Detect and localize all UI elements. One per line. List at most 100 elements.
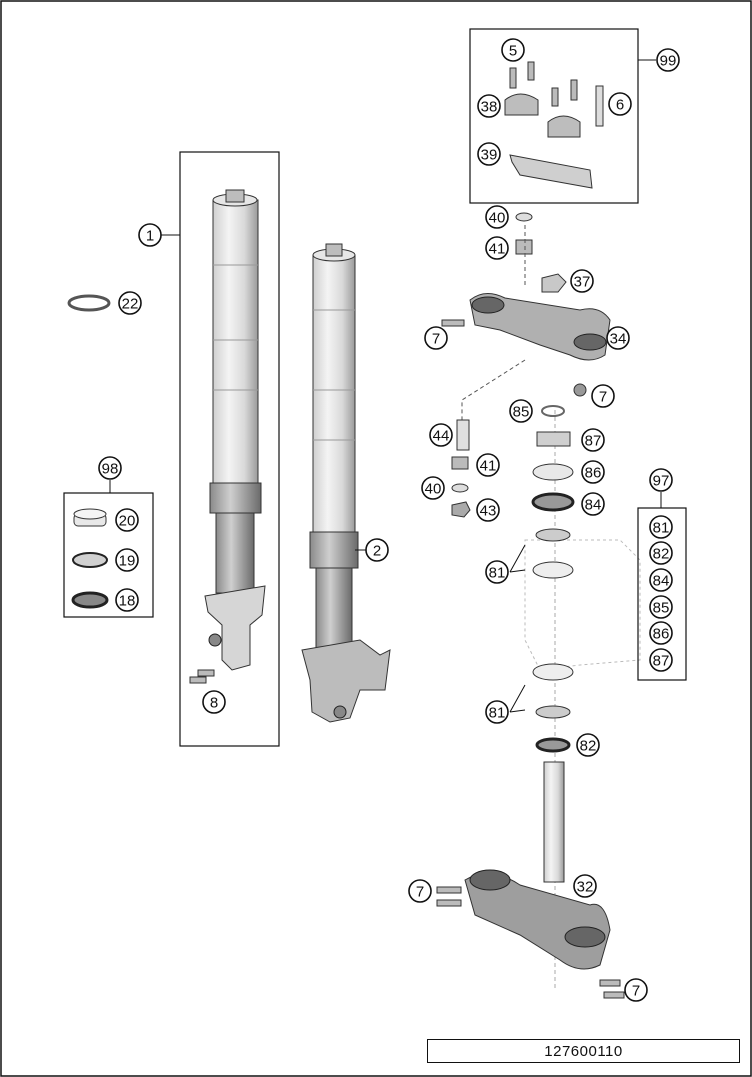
fork-1-axle-clamp — [204, 585, 266, 671]
callout-5: 5 — [501, 38, 525, 62]
kit-97-box — [637, 507, 687, 681]
callout-label: 6 — [616, 97, 624, 114]
callout-39: 39 — [477, 142, 501, 166]
callout-86: 86 — [649, 621, 673, 645]
callout-84: 84 — [581, 492, 605, 516]
callout-label: 82 — [580, 738, 597, 755]
callout-label: 97 — [653, 473, 670, 490]
kit-98-box — [63, 492, 154, 618]
callout-label: 2 — [373, 543, 381, 560]
callout-86: 86 — [581, 460, 605, 484]
callout-97: 97 — [649, 468, 673, 492]
callout-label: 86 — [585, 465, 602, 482]
callout-99: 99 — [656, 48, 680, 72]
callout-98: 98 — [98, 456, 122, 480]
callout-40: 40 — [421, 476, 445, 500]
callout-label: 32 — [577, 879, 594, 896]
callout-85: 85 — [509, 399, 533, 423]
callout-82: 82 — [576, 733, 600, 757]
callout-label: 8 — [210, 695, 218, 712]
callout-label: 81 — [653, 520, 670, 537]
callout-label: 85 — [513, 404, 530, 421]
callout-label: 82 — [653, 546, 670, 563]
kit-98-group — [63, 480, 154, 618]
callout-7: 7 — [408, 879, 432, 903]
callout-43: 43 — [476, 498, 500, 522]
callout-1: 1 — [138, 223, 162, 247]
clamp-38-part — [504, 93, 539, 116]
fork-2-brake-mount — [301, 639, 391, 723]
fork-2-lower-tube — [315, 567, 353, 649]
callout-81: 81 — [649, 515, 673, 539]
callout-22: 22 — [118, 291, 142, 315]
callout-7: 7 — [424, 326, 448, 350]
fork-2-upper-tube — [312, 254, 356, 541]
callout-label: 22 — [122, 296, 139, 313]
callout-7: 7 — [591, 384, 615, 408]
drawing-number-box: 127600110 — [427, 1039, 740, 1063]
callout-84: 84 — [649, 568, 673, 592]
callout-40: 40 — [485, 205, 509, 229]
callout-label: 41 — [489, 241, 506, 258]
callout-label: 7 — [416, 884, 424, 901]
callout-label: 19 — [119, 553, 136, 570]
callout-87: 87 — [581, 428, 605, 452]
callout-19: 19 — [115, 548, 139, 572]
callout-6: 6 — [608, 92, 632, 116]
callout-2: 2 — [365, 538, 389, 562]
callout-label: 7 — [432, 331, 440, 348]
callout-label: 38 — [481, 99, 498, 116]
callout-44: 44 — [429, 423, 453, 447]
ring-22-part — [67, 294, 111, 312]
callout-8: 8 — [202, 690, 226, 714]
callout-41: 41 — [476, 453, 500, 477]
callout-label: 98 — [102, 461, 119, 478]
fork-1-upper-tube — [212, 199, 259, 491]
fork-1-bracket — [179, 151, 280, 747]
callout-label: 44 — [433, 428, 450, 445]
callout-label: 1 — [146, 228, 154, 245]
callout-label: 20 — [119, 513, 136, 530]
callout-label: 85 — [653, 600, 670, 617]
callout-label: 7 — [599, 389, 607, 406]
callout-82: 82 — [649, 541, 673, 565]
fork-2-seal-ring — [309, 531, 359, 569]
callout-label: 18 — [119, 593, 136, 610]
callout-41: 41 — [485, 236, 509, 260]
callout-18: 18 — [115, 588, 139, 612]
clamp-39-part — [509, 154, 593, 189]
callout-label: 7 — [632, 983, 640, 1000]
callout-label: 43 — [480, 503, 497, 520]
fork-leg-2-group — [301, 243, 391, 723]
callout-37: 37 — [570, 269, 594, 293]
callout-label: 87 — [653, 653, 670, 670]
callout-label: 81 — [489, 565, 506, 582]
callout-label: 40 — [425, 481, 442, 498]
callout-label: 34 — [610, 331, 627, 348]
callout-label: 84 — [653, 573, 670, 590]
callout-label: 40 — [489, 210, 506, 227]
callout-85: 85 — [649, 595, 673, 619]
fork-leg-1-group — [179, 151, 280, 747]
callout-20: 20 — [115, 508, 139, 532]
callout-81: 81 — [485, 700, 509, 724]
callout-label: 37 — [574, 274, 591, 291]
callout-label: 5 — [509, 43, 517, 60]
callout-label: 81 — [489, 705, 506, 722]
callout-label: 87 — [585, 433, 602, 450]
callout-label: 86 — [653, 626, 670, 643]
fork-1-lower-tube — [215, 512, 255, 594]
callout-38: 38 — [477, 94, 501, 118]
callout-label: 41 — [480, 458, 497, 475]
callout-32: 32 — [573, 874, 597, 898]
callout-7: 7 — [624, 978, 648, 1002]
steering-stem — [543, 761, 565, 883]
callout-34: 34 — [606, 326, 630, 350]
bolt-8-pair — [189, 669, 215, 684]
callout-label: 99 — [660, 53, 677, 70]
callout-87: 87 — [649, 648, 673, 672]
callout-label: 84 — [585, 497, 602, 514]
callout-81: 81 — [485, 560, 509, 584]
